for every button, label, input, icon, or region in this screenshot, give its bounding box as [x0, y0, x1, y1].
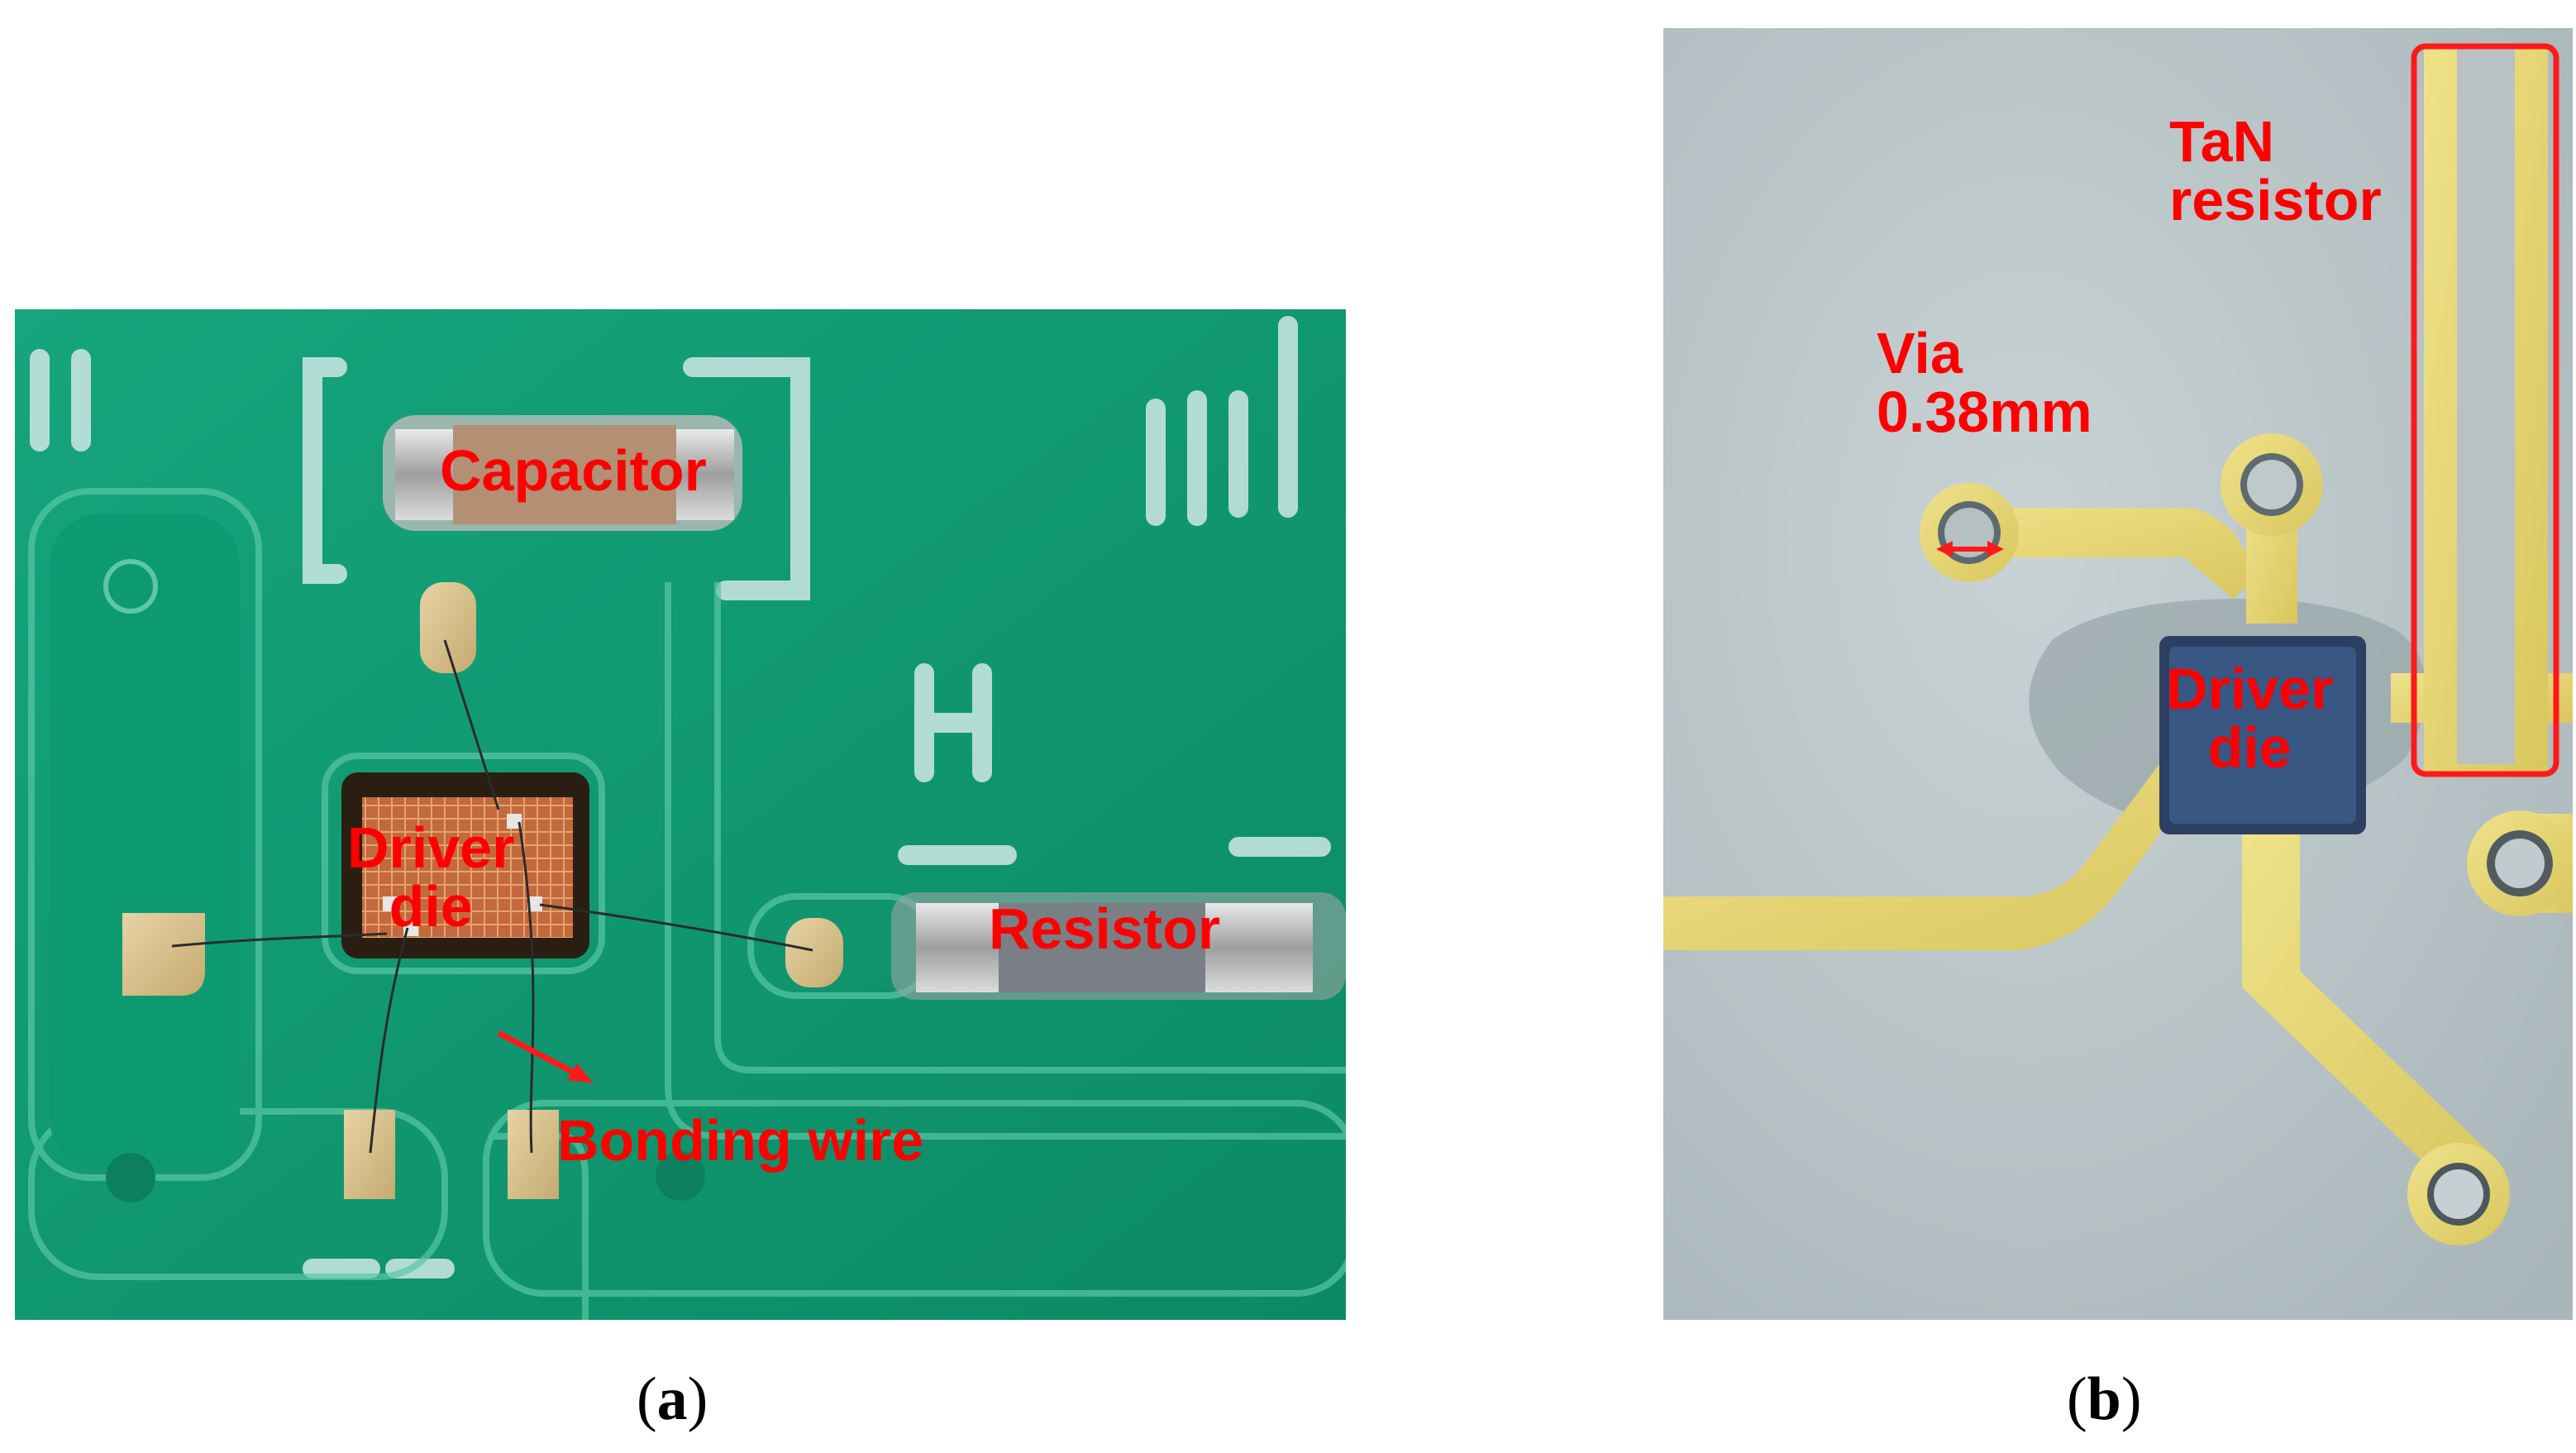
resistor-component: [891, 892, 1346, 1000]
label-capacitor: Capacitor: [440, 438, 707, 503]
caption-a: (a): [637, 1365, 708, 1433]
caption-a-letter: a: [656, 1365, 688, 1433]
photo-panel-a: Capacitor Driver die Resistor Bonding wi…: [15, 309, 1346, 1320]
bonding-wire-arrow: [497, 1030, 594, 1083]
pcb-photo-a: [15, 309, 1346, 1320]
caption-b: (b): [2067, 1365, 2142, 1433]
label-driver-die-b: Driver die: [2166, 657, 2334, 781]
label-via: Via 0.38mm: [1877, 321, 2092, 445]
bonding-wires: [171, 639, 813, 1154]
via-diameter-arrow: [1936, 541, 2004, 557]
substrate-photo-b: [1663, 28, 2573, 1320]
tan-resistor-stripe: [2411, 43, 2559, 777]
label-driver-die-a: Driver die: [347, 815, 515, 939]
driver-die-chip: [341, 772, 589, 958]
caption-b-letter: b: [2087, 1365, 2121, 1433]
capacitor-component: [383, 415, 742, 531]
photo-panel-b: TaN resistor Via 0.38mm Driver die: [1663, 28, 2573, 1320]
bond-pads: [50, 514, 843, 1199]
vias: [1920, 433, 2573, 1245]
silkscreen: [30, 316, 1331, 1279]
driver-die-chip-b: [2159, 636, 2366, 834]
label-bonding-wire: Bonding wire: [557, 1108, 924, 1173]
label-tan-resistor: TaN resistor: [2169, 109, 2382, 233]
label-resistor: Resistor: [989, 896, 1221, 961]
